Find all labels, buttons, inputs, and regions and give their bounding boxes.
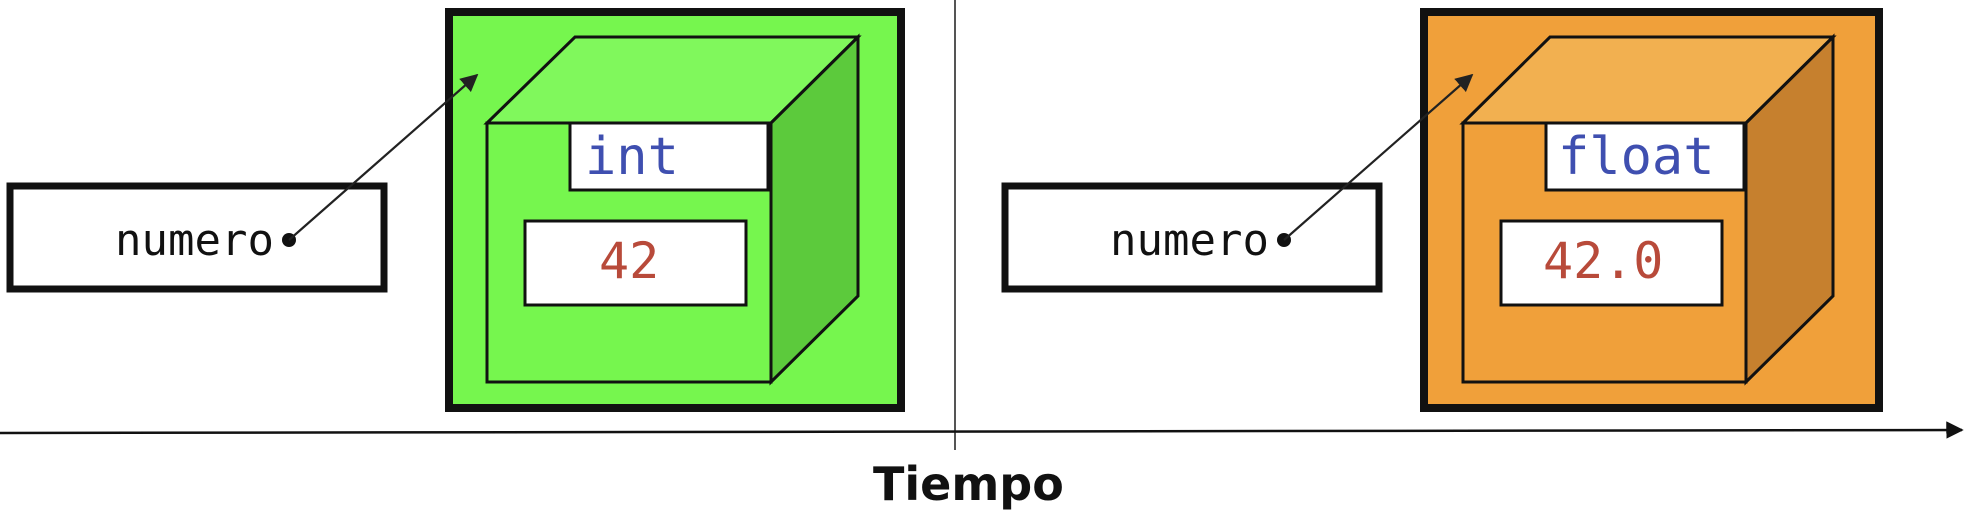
- value-label: 42.0: [1543, 232, 1663, 290]
- type-label: float: [1558, 127, 1715, 187]
- value-box: [1499, 219, 1724, 307]
- variable-name: numero: [1110, 215, 1269, 266]
- value-box: [523, 219, 748, 307]
- type-box: [1544, 121, 1746, 192]
- variable-box: [6, 182, 388, 293]
- panel-int: numero int 42: [6, 8, 905, 412]
- time-axis-label: Tiempo: [873, 457, 1064, 511]
- value-label: 42: [599, 232, 659, 290]
- variable-box: [1001, 182, 1383, 293]
- time-axis: [0, 421, 1964, 439]
- reference-arrow: [288, 73, 479, 241]
- panel-float: numero float 42.0: [1001, 8, 1883, 412]
- type-label: int: [585, 127, 679, 187]
- variable-name: numero: [115, 215, 274, 266]
- reference-arrow: [1283, 73, 1474, 241]
- type-box: [568, 121, 770, 192]
